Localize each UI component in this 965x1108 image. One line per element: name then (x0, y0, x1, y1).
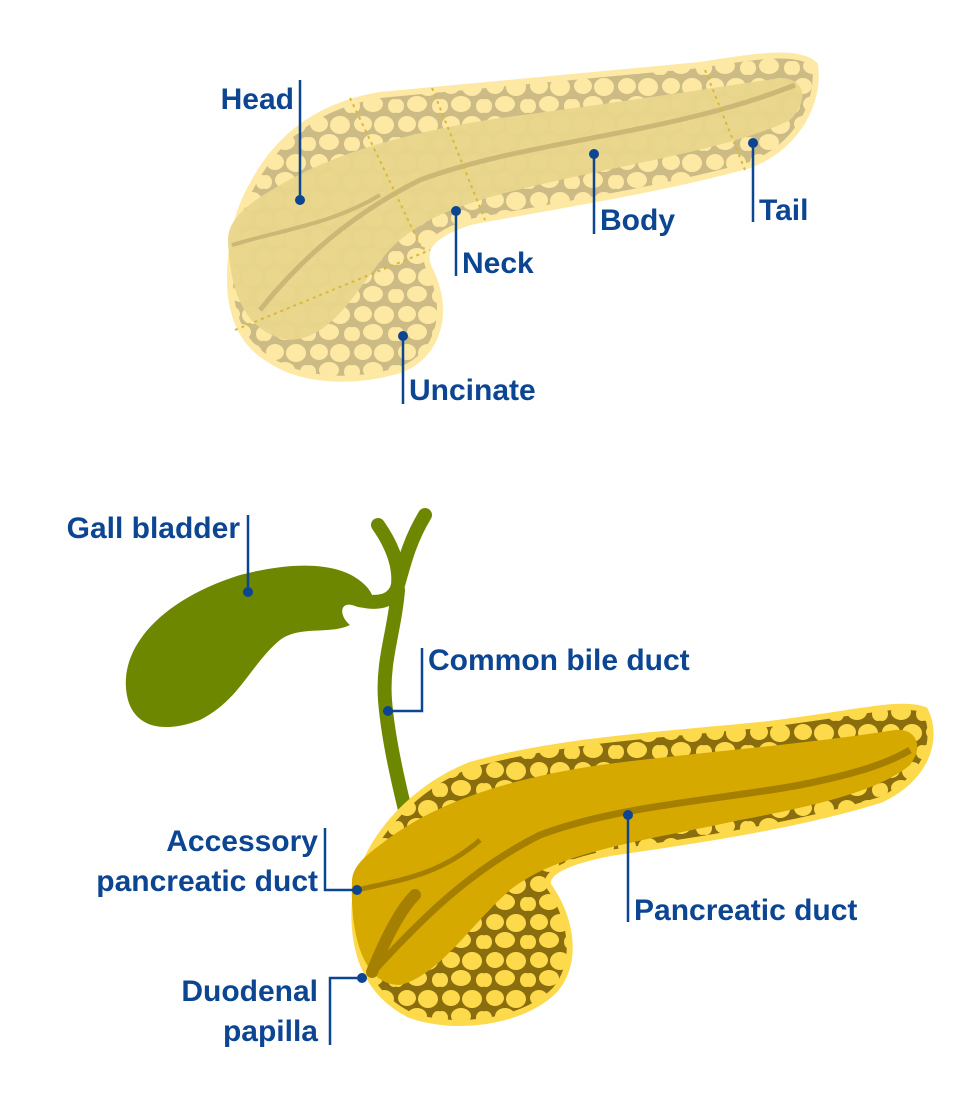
bottom-pancreatic-duct-main (367, 746, 912, 978)
label-duodenal-papilla: Duodenal papilla (181, 973, 367, 1048)
common-bile-duct-label: Common bile duct (428, 644, 690, 677)
gall-bladder (125, 565, 373, 728)
accessory-label-line2: pancreatic duct (96, 865, 318, 898)
bottom-pancreas-band (351, 729, 918, 985)
top-labels: Head Neck Body Tail Uncinate (221, 80, 808, 407)
label-uncinate: Uncinate (398, 331, 536, 407)
top-pancreas (226, 52, 819, 382)
label-accessory-pancreatic-duct: Accessory pancreatic duct (96, 825, 362, 898)
pancreatic-duct-label: Pancreatic duct (634, 894, 857, 927)
label-neck: Neck (451, 206, 534, 280)
gall-bladder-and-bile-duct (125, 508, 432, 837)
head-label: Head (221, 83, 294, 116)
duodenal-label-line1: Duodenal (181, 975, 318, 1008)
uncinate-label: Uncinate (409, 374, 536, 407)
accessory-label-line1: Accessory (166, 825, 318, 858)
common-bile-duct (353, 508, 432, 837)
neck-label: Neck (462, 247, 534, 280)
label-gall-bladder: Gall bladder (67, 512, 253, 597)
body-label: Body (600, 204, 675, 237)
tail-label: Tail (759, 194, 808, 227)
top-pancreas-band (228, 78, 803, 340)
bottom-pancreas (351, 703, 934, 1026)
top-pancreatic-duct (258, 82, 796, 312)
bottom-labels: Gall bladder Common bile duct Accessory … (67, 512, 858, 1048)
label-pancreatic-duct: Pancreatic duct (623, 810, 857, 927)
duodenal-label-line2: papilla (223, 1015, 318, 1048)
bottom-accessory-duct (356, 838, 482, 893)
head-dot (295, 195, 305, 205)
gall-bladder-label: Gall bladder (67, 512, 241, 545)
region-divider-lines (234, 69, 746, 331)
label-tail: Tail (748, 138, 808, 227)
label-common-bile-duct: Common bile duct (383, 644, 690, 716)
label-body: Body (589, 149, 675, 237)
bottom-duct-branch (366, 889, 421, 978)
top-accessory-duct (231, 193, 382, 247)
label-head: Head (221, 80, 305, 205)
